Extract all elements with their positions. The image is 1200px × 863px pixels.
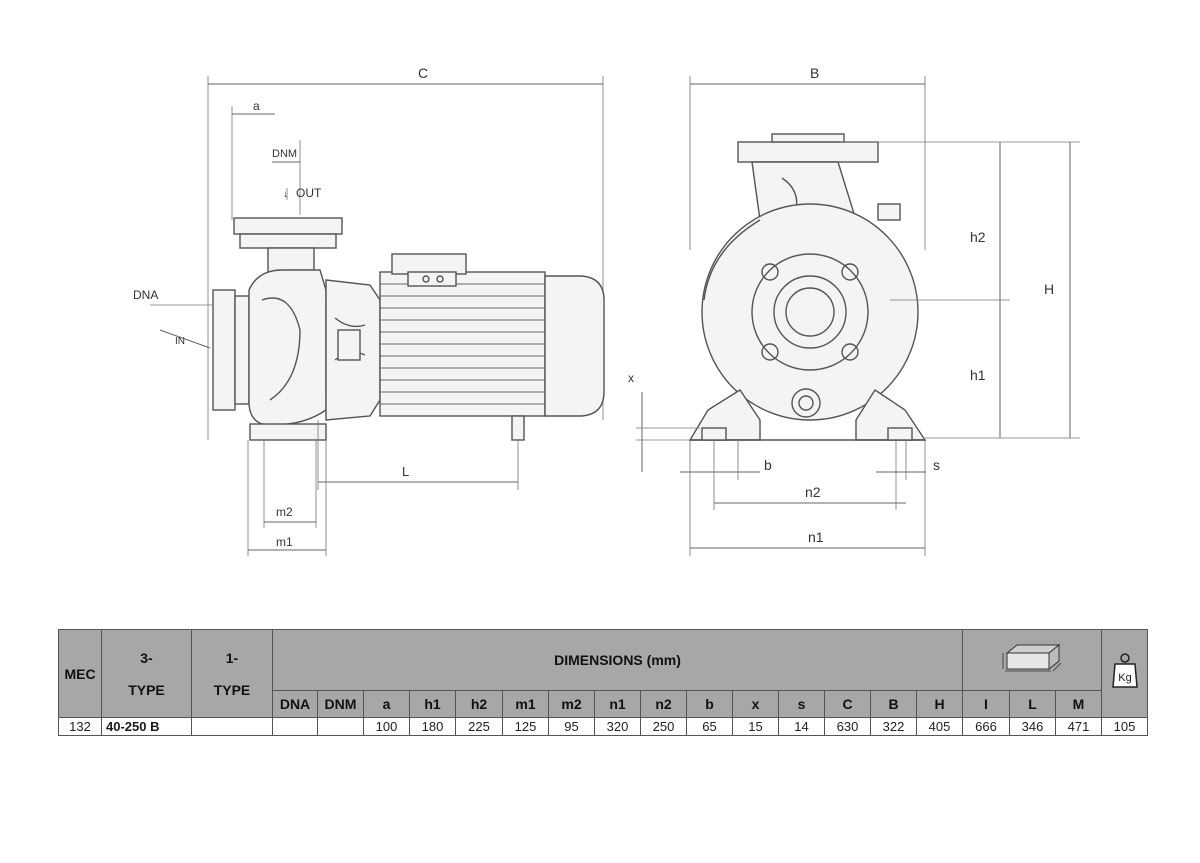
cell-a: 100 xyxy=(363,717,410,736)
label-n1: n1 xyxy=(808,529,824,545)
cell-n2: 250 xyxy=(640,717,687,736)
column-header-a: a xyxy=(363,690,410,718)
column-header-h2: h2 xyxy=(455,690,503,718)
side-view: C a DNM ↓ OUT DNA IN xyxy=(133,65,605,556)
column-header-l: L xyxy=(1009,690,1056,718)
cell-m2: 95 xyxy=(548,717,595,736)
weight-kg-icon: Kg xyxy=(1111,653,1138,688)
cell-type1 xyxy=(191,717,273,736)
cell-n1: 320 xyxy=(594,717,641,736)
column-header-m1: m1 xyxy=(502,690,549,718)
svg-text:↓: ↓ xyxy=(283,189,288,200)
header-type3-top: 3- xyxy=(140,649,153,666)
label-m2: m2 xyxy=(276,505,293,519)
header-mec: MEC xyxy=(58,629,102,718)
header-weight: Kg xyxy=(1101,629,1148,718)
header-dimensions: DIMENSIONS (mm) xyxy=(272,629,963,691)
dimensions-table: MEC 3- TYPE 1- TYPE DIMENSIONS (mm) xyxy=(58,629,1148,736)
cell-i: 666 xyxy=(962,717,1010,736)
pump-dimension-drawing: C a DNM ↓ OUT DNA IN xyxy=(133,65,1080,556)
column-header-b: b xyxy=(686,690,733,718)
column-header-dnm: DNM xyxy=(317,690,364,718)
label-a: a xyxy=(253,99,260,113)
column-header-s: s xyxy=(778,690,825,718)
column-header-dna: DNA xyxy=(272,690,318,718)
cell-dnm xyxy=(317,717,364,736)
column-header-i: I xyxy=(962,690,1010,718)
front-view: B h2 H h1 xyxy=(628,65,1080,556)
cell-b: 65 xyxy=(686,717,733,736)
weight-unit: Kg xyxy=(1118,672,1131,684)
label-DNA: DNA xyxy=(133,288,158,302)
column-header-n2: n2 xyxy=(640,690,687,718)
label-C: C xyxy=(418,65,428,81)
label-m1: m1 xyxy=(276,535,293,549)
column-header-m: M xyxy=(1055,690,1102,718)
header-type3: 3- TYPE xyxy=(101,629,192,718)
label-s: s xyxy=(933,457,940,473)
label-b: b xyxy=(764,457,772,473)
label-n2: n2 xyxy=(805,484,821,500)
cell-l: 346 xyxy=(1009,717,1056,736)
cell-h1: 180 xyxy=(409,717,456,736)
label-h1: h1 xyxy=(970,367,986,383)
column-header-b: B xyxy=(870,690,917,718)
label-B: B xyxy=(810,65,819,81)
label-L: L xyxy=(402,464,409,479)
cell-type3: 40-250 B xyxy=(101,717,192,736)
label-x: x xyxy=(628,371,634,385)
cell-c: 630 xyxy=(824,717,871,736)
header-type1-top: 1- xyxy=(225,649,239,666)
header-type1: 1- TYPE xyxy=(191,629,273,718)
box-dimensions-icon xyxy=(1002,643,1062,671)
cell-dna xyxy=(272,717,318,736)
column-header-h: H xyxy=(916,690,963,718)
header-type3-bottom: TYPE xyxy=(128,681,165,698)
label-IN: IN xyxy=(175,336,185,347)
cell-h: 405 xyxy=(916,717,963,736)
label-DNM: DNM xyxy=(272,148,297,160)
header-packing xyxy=(962,629,1102,691)
label-H: H xyxy=(1044,281,1054,297)
column-header-n1: n1 xyxy=(594,690,641,718)
cell-m: 471 xyxy=(1055,717,1102,736)
column-header-h1: h1 xyxy=(409,690,456,718)
cell-mec: 132 xyxy=(58,717,102,736)
cell-m1: 125 xyxy=(502,717,549,736)
cell-x: 15 xyxy=(732,717,779,736)
cell-h2: 225 xyxy=(455,717,503,736)
column-header-x: x xyxy=(732,690,779,718)
cell-weight: 105 xyxy=(1101,717,1148,736)
label-OUT: OUT xyxy=(296,186,322,200)
column-header-c: C xyxy=(824,690,871,718)
label-h2: h2 xyxy=(970,229,986,245)
header-type1-bottom: TYPE xyxy=(213,681,251,698)
cell-s: 14 xyxy=(778,717,825,736)
cell-b: 322 xyxy=(870,717,917,736)
column-header-m2: m2 xyxy=(548,690,595,718)
